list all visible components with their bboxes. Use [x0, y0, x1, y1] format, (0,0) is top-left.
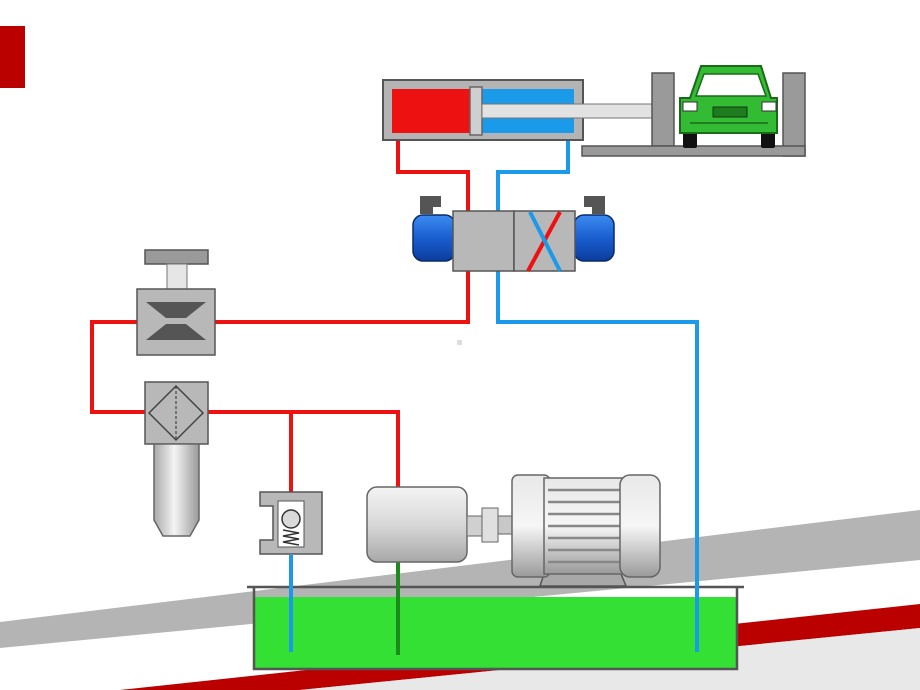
slide-swoosh-gray: [0, 510, 920, 648]
stray-dot: [457, 340, 462, 345]
throttle-valve-icon: [136, 249, 216, 356]
valve-cross-flow-blue: [528, 211, 562, 272]
tank-oil: [254, 597, 737, 669]
tank-wall: [247, 585, 744, 671]
hydraulic-cylinder-icon: [382, 79, 655, 141]
piston-rod: [481, 103, 655, 119]
electric-motor-icon: [511, 474, 661, 587]
car-icon: [679, 65, 778, 148]
cylinder-piston: [469, 86, 483, 136]
cylinder-pressure-chamber: [392, 89, 470, 133]
solenoid-valve-icon: [412, 196, 615, 272]
oil-tank-icon: [247, 585, 744, 671]
slide-accent-bar: [0, 26, 25, 88]
oil-filter-icon: [144, 381, 209, 537]
pressure-line: [90, 130, 470, 500]
hydraulic-pump-icon: [366, 486, 513, 563]
relief-valve-icon: [259, 491, 323, 555]
